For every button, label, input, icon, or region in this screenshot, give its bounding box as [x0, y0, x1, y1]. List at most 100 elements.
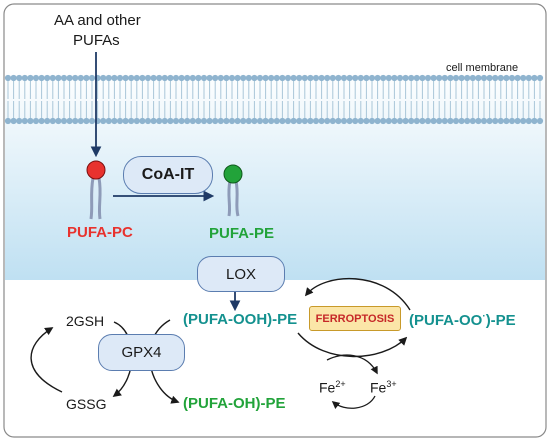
lipid-head [391, 74, 398, 82]
lipid-head [144, 74, 152, 82]
lipid-head [520, 117, 527, 125]
lipid-head [352, 74, 359, 82]
lipid-head [217, 74, 224, 82]
lipid-head [206, 74, 213, 82]
lipid-head [49, 74, 56, 82]
lipid-head [329, 74, 336, 82]
gsh-label: 2GSH [66, 313, 105, 329]
fe3-label: Fe3+ [370, 380, 397, 395]
lipid-head [200, 74, 208, 82]
lipid-head [4, 74, 12, 82]
lipid-head [396, 74, 404, 82]
lipid-head [144, 117, 152, 125]
pufa-oo-pe-label: (PUFA-OO·)-PE [409, 311, 516, 329]
lipid-head [279, 74, 286, 82]
lox-node: LOX [197, 256, 285, 292]
lipid-head [335, 74, 342, 82]
lipid-head [419, 74, 426, 82]
lipid-head [38, 74, 45, 82]
pufa-pe-head [223, 164, 243, 184]
lipid-head [447, 74, 454, 82]
lipid-head [88, 74, 96, 82]
lipid-head [508, 117, 516, 125]
lipid-head [408, 74, 415, 82]
lipid-head [352, 117, 359, 125]
lipid-head [458, 117, 465, 125]
lipid-head [111, 74, 118, 82]
lipid-head [105, 74, 112, 82]
lipid-head [402, 74, 409, 82]
lipid-head [273, 74, 280, 82]
lipid-head [469, 117, 476, 125]
pufa-oo-pe-radical: · [482, 311, 486, 322]
lipid-head [184, 117, 191, 125]
lipid-head [368, 74, 376, 82]
lipid-head [234, 74, 241, 82]
lipid-head [21, 117, 28, 125]
lipid-head [88, 117, 96, 125]
pufa-pe-label: PUFA-PE [209, 225, 275, 242]
coa-it-node: CoA-IT [123, 156, 213, 194]
aa-label: AA and other [54, 12, 141, 29]
lipid-head [284, 74, 292, 82]
lipid-head [100, 117, 107, 125]
cycle-arrow-bottom [297, 332, 408, 358]
lipid-head [128, 74, 135, 82]
lipid-head [340, 117, 348, 125]
lipid-head [139, 74, 146, 82]
lipid-head [380, 117, 387, 125]
lipid-head [525, 74, 532, 82]
lipid-head [228, 117, 236, 125]
lipid-head [374, 74, 381, 82]
lipid-head [312, 117, 320, 125]
lipid-head [133, 117, 140, 125]
pufa-oo-pe-suffix: )-PE [485, 312, 516, 329]
lipid-head [184, 74, 191, 82]
lipid-head [156, 117, 163, 125]
lipid-head [436, 117, 443, 125]
lipid-head [458, 74, 465, 82]
lipid-head [4, 117, 12, 125]
lipid-head [469, 74, 476, 82]
lipid-head [77, 117, 84, 125]
lipid-head [290, 74, 297, 82]
lipid-head [133, 74, 140, 82]
lipid-head [346, 117, 353, 125]
lipid-head [385, 74, 392, 82]
lipid-head [189, 117, 196, 125]
lipid-head [296, 74, 303, 82]
lipid-head [413, 74, 420, 82]
lipid-head [486, 74, 493, 82]
lipid-head [312, 74, 320, 82]
lipid-head [340, 74, 348, 82]
lipid-head [245, 117, 252, 125]
fe3-symbol: Fe [370, 379, 387, 396]
lipid-head [424, 74, 432, 82]
fe2-charge: 2+ [335, 379, 346, 389]
lipid-head [234, 117, 241, 125]
lipid-head [223, 74, 230, 82]
lipid-head [284, 117, 292, 125]
lipid-head [256, 74, 264, 82]
lipid-head [55, 74, 62, 82]
lipid-head [172, 74, 180, 82]
lipid-head [385, 117, 392, 125]
lipid-head [279, 117, 286, 125]
lipid-head [307, 74, 314, 82]
lipid-head [228, 74, 236, 82]
lipid-head [240, 74, 247, 82]
lipid-head [156, 74, 163, 82]
lipid-head [475, 74, 482, 82]
lipid-head [301, 74, 308, 82]
lipid-head [497, 117, 504, 125]
lipid-head [391, 117, 398, 125]
lipid-head [128, 117, 135, 125]
pufa-oh-pe-label: (PUFA-OH)-PE [183, 395, 286, 412]
gsh-regeneration-arrow [30, 327, 63, 393]
lipid-head [368, 117, 376, 125]
lipid-head [380, 74, 387, 82]
lipid-head [256, 117, 264, 125]
lipid-head [77, 74, 84, 82]
lipid-head [525, 117, 532, 125]
